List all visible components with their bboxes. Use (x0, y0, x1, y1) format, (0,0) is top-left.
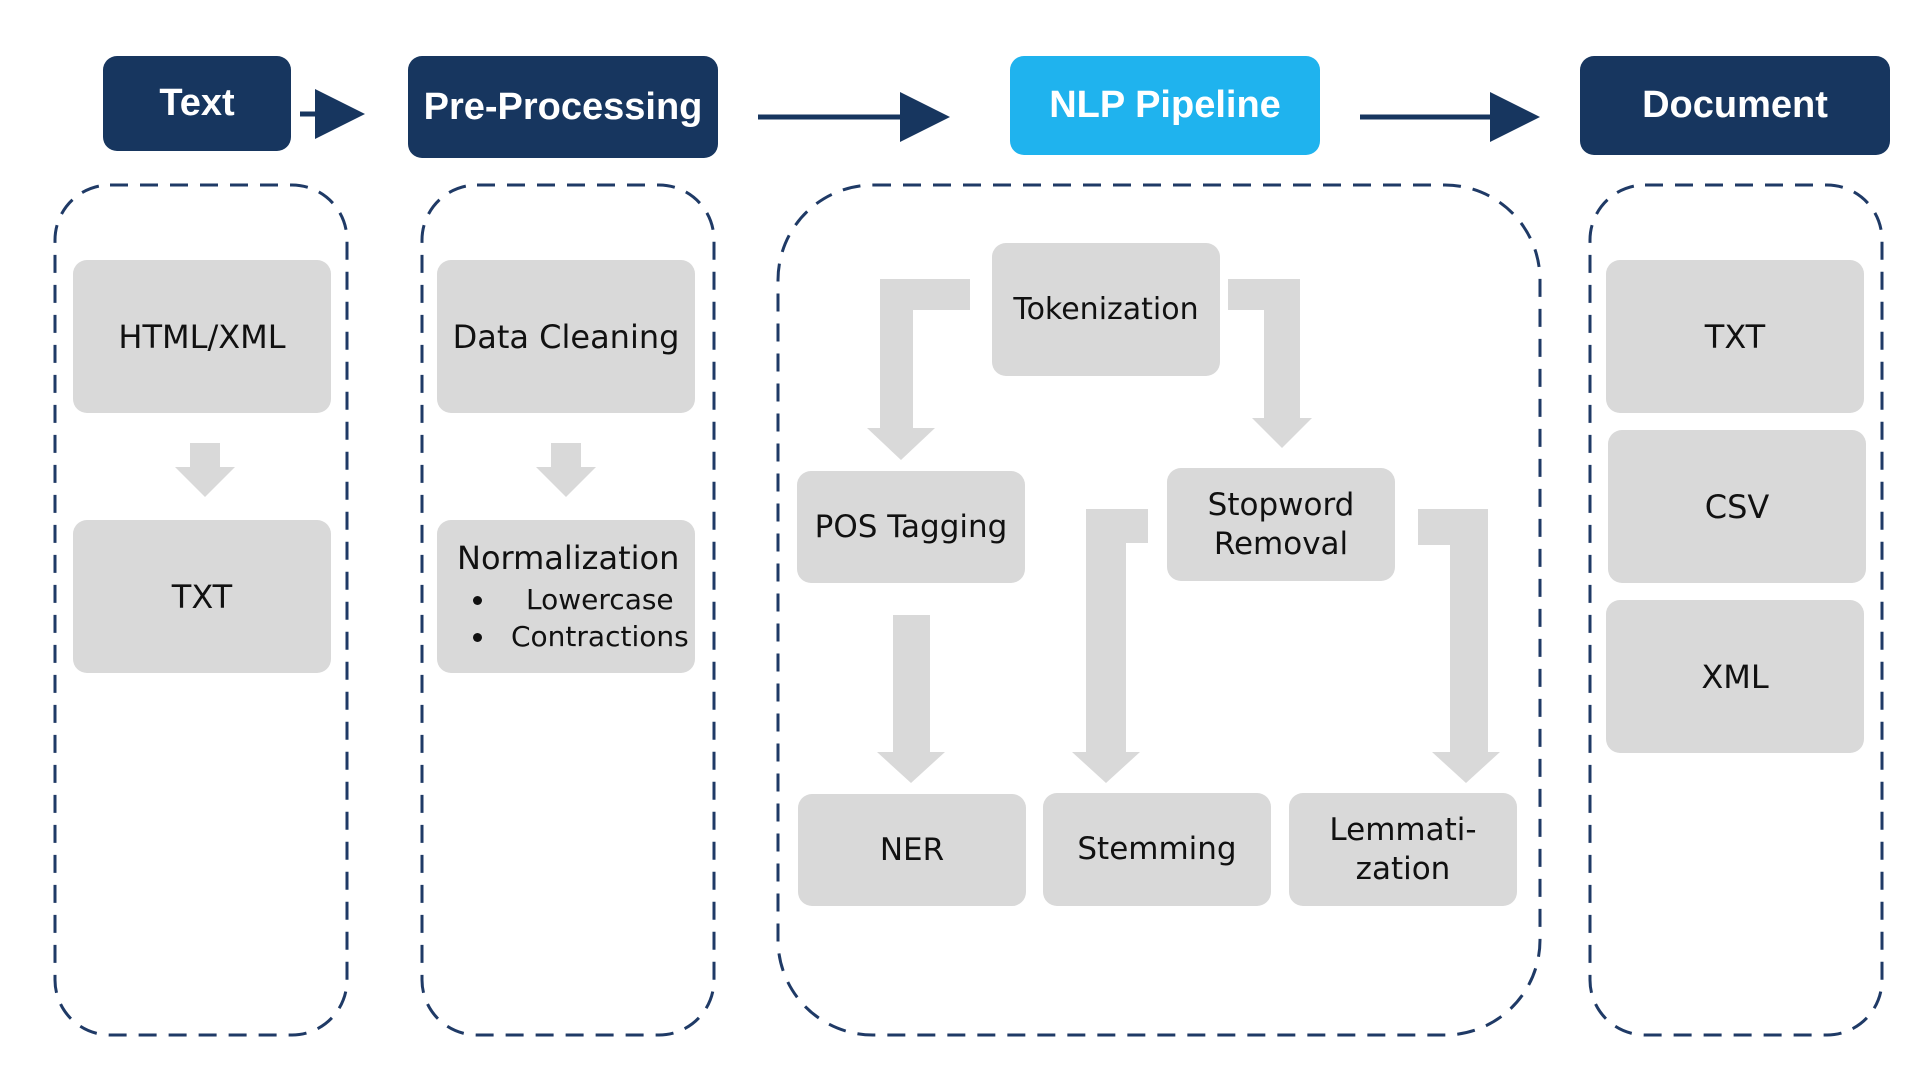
normalization-box: Normalization Lowercase Contractions (437, 520, 695, 673)
lemmatization-box: Lemmati- zation (1289, 793, 1517, 906)
stopword-removal-box: Stopword Removal (1167, 468, 1395, 581)
nlp-column-container (776, 183, 1542, 1037)
pos-tagging-box: POS Tagging (797, 471, 1025, 583)
normalization-title: Normalization (457, 539, 680, 578)
normalization-list: Lowercase Contractions (457, 582, 689, 655)
arrow-stopword-to-stemming (1072, 509, 1148, 783)
header-text: Text (103, 56, 291, 151)
normalization-item-lowercase: Lowercase (497, 582, 689, 618)
arrow-cleaning-to-normalization (536, 443, 596, 497)
arrow-htmlxml-to-txt (175, 443, 235, 497)
arrow-tokenization-to-stopword (1228, 279, 1312, 448)
text-column-container (53, 183, 349, 1037)
stemming-box: Stemming (1043, 793, 1271, 906)
header-nlp-pipeline: NLP Pipeline (1010, 56, 1320, 155)
stopword-line2: Removal (1213, 525, 1349, 562)
lemma-line2: zation (1355, 850, 1451, 887)
txt-box: TXT (73, 520, 331, 673)
header-document: Document (1580, 56, 1890, 155)
header-preprocessing: Pre-Processing (408, 56, 718, 158)
document-column-container (1588, 183, 1884, 1037)
arrow-tokenization-to-pos (867, 279, 970, 460)
document-csv-box: CSV (1608, 430, 1866, 583)
htmlxml-box: HTML/XML (73, 260, 331, 413)
arrow-pos-to-ner (877, 615, 945, 783)
document-xml-box: XML (1606, 600, 1864, 753)
preprocessing-column-container (420, 183, 716, 1037)
normalization-item-contractions: Contractions (497, 619, 689, 655)
data-cleaning-box: Data Cleaning (437, 260, 695, 413)
tokenization-box: Tokenization (992, 243, 1220, 376)
arrow-stopword-to-lemmatization (1418, 509, 1500, 783)
ner-box: NER (798, 794, 1026, 906)
stopword-line1: Stopword (1207, 486, 1355, 523)
lemma-line1: Lemmati- (1329, 811, 1477, 848)
document-txt-box: TXT (1606, 260, 1864, 413)
